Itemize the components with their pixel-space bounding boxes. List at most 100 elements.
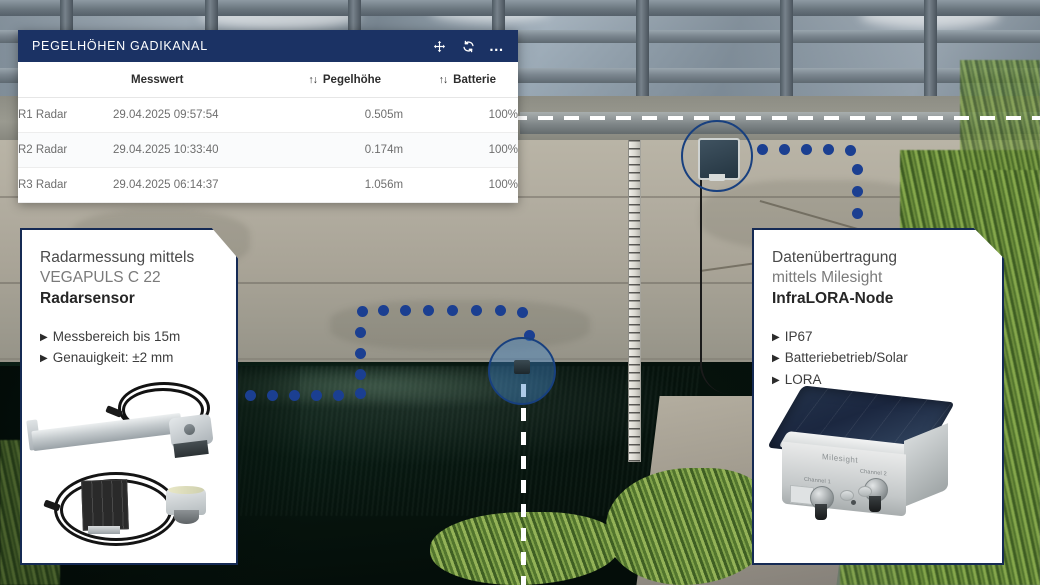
connector-dot xyxy=(757,144,768,155)
cell-batterie: 100% xyxy=(403,167,518,203)
widget-header: PEGELHÖHEN GADIKANAL … xyxy=(18,30,518,62)
more-options-icon[interactable]: … xyxy=(488,37,506,55)
radar-sensor-device xyxy=(514,360,530,374)
connector-dot xyxy=(845,145,856,156)
connector-dot xyxy=(333,390,344,401)
guardrail-post xyxy=(636,0,649,96)
connector-dot xyxy=(245,390,256,401)
connector-dot xyxy=(852,186,863,197)
cell-messwert: 29.04.2025 06:14:37 xyxy=(113,167,266,203)
widget-actions: … xyxy=(432,37,506,55)
solar-panel-foot xyxy=(88,526,120,534)
connector-dot xyxy=(355,327,366,338)
connector-dot xyxy=(495,305,506,316)
col-header-batterie-label: Batterie xyxy=(453,74,496,86)
connector-dot xyxy=(852,164,863,175)
connector-dot xyxy=(801,144,812,155)
card-right-feature-list: ▶ IP67 ▶Batteriebetrieb/Solar ▶LORA xyxy=(772,326,986,391)
connector-dot xyxy=(355,348,366,359)
card-left-line1: Radarmessung mittels xyxy=(40,249,195,266)
cell-sensor-name[interactable]: R2 Radar xyxy=(18,132,113,168)
col-header-name xyxy=(18,62,113,98)
infralora-node-on-wall xyxy=(698,138,740,180)
card-infralora-node: Datenübertragung mittels Milesight Infra… xyxy=(752,228,1004,565)
wall-stain xyxy=(330,300,590,350)
connector-dot xyxy=(267,390,278,401)
table-header-row: Messwert ↑↓Pegelhöhe ↑↓ Batterie xyxy=(18,62,518,98)
cell-messwert: 29.04.2025 10:33:40 xyxy=(113,132,266,168)
solar-panel xyxy=(81,479,129,531)
pegelhoehen-widget[interactable]: PEGELHÖHEN GADIKANAL … xyxy=(18,30,518,203)
connector-dot xyxy=(378,305,389,316)
bullet-triangle-icon: ▶ xyxy=(40,353,48,365)
connector-dot xyxy=(311,390,322,401)
cell-sensor-name[interactable]: R1 Radar xyxy=(18,97,113,133)
move-icon[interactable] xyxy=(432,39,446,53)
grass-top-right xyxy=(960,60,1040,170)
guardrail-top xyxy=(0,0,1040,16)
infralora-product-image: Milesight Channel 1 Channel 2 xyxy=(754,382,1002,563)
radar-node-highlight xyxy=(681,120,753,192)
feature-label: Messbereich bis 15m xyxy=(52,328,181,344)
mount-bracket xyxy=(31,412,183,452)
pegelhoehen-table: Messwert ↑↓Pegelhöhe ↑↓ Batterie R1 Radar… xyxy=(18,62,518,203)
col-header-batterie: ↑↓ Batterie xyxy=(403,62,518,98)
sort-toggle-pegelhoehe[interactable]: ↑↓ xyxy=(308,74,317,86)
card-radarsensor: Radarmessung mittels VEGAPULS C 22 Radar… xyxy=(20,228,238,565)
card-right-line1: Datenübertragung xyxy=(772,249,897,266)
radar-sensor-lens xyxy=(174,510,199,524)
page-title: PEGELHÖHEN GADIKANAL xyxy=(32,39,208,53)
connector-dot xyxy=(471,305,482,316)
connector-1-pin xyxy=(815,504,827,520)
radar-sensor-ring xyxy=(168,486,204,494)
card-left-feature-list: ▶ Messbereich bis 15m ▶Genauigkeit: ±2 mm xyxy=(40,326,220,369)
node-vent xyxy=(840,490,854,501)
cell-messwert: 29.04.2025 09:57:54 xyxy=(113,97,266,133)
table-row[interactable]: R1 Radar 29.04.2025 09:57:54 0.505m 100% xyxy=(18,97,518,133)
node-vent xyxy=(858,486,872,497)
connector-dot xyxy=(355,388,366,399)
connector-dot xyxy=(517,307,528,318)
wall-seam xyxy=(0,196,1040,198)
card-right-line2: mittels Milesight xyxy=(772,268,883,286)
feature-item: ▶Batteriebetrieb/Solar xyxy=(772,347,986,369)
feature-item: ▶LORA xyxy=(772,369,986,391)
guardrail-post xyxy=(924,0,937,96)
connector-dot xyxy=(779,144,790,155)
card-infralora-body: Datenübertragung mittels Milesight Infra… xyxy=(754,230,1002,390)
feature-item: ▶ IP67 xyxy=(772,326,986,348)
feature-item: ▶Genauigkeit: ±2 mm xyxy=(40,347,220,369)
table-row[interactable]: R3 Radar 29.04.2025 06:14:37 1.056m 100% xyxy=(18,167,518,203)
bullet-triangle-icon: ▶ xyxy=(772,374,780,386)
staff-gauge-ticks xyxy=(629,140,640,462)
card-left-line2: VEGAPULS C 22 xyxy=(40,268,161,286)
card-right-line3: InfraLORA-Node xyxy=(772,289,894,307)
node-screw-hole xyxy=(851,500,856,505)
bullet-triangle-icon: ▶ xyxy=(772,331,780,343)
connector-dot xyxy=(423,305,434,316)
col-header-messwert-label: Messwert xyxy=(131,74,184,86)
cell-pegelhoehe: 0.505m xyxy=(265,97,404,133)
cell-batterie: 100% xyxy=(403,97,518,133)
col-header-messwert: Messwert xyxy=(113,62,266,98)
connector-dot xyxy=(852,208,863,219)
connector-dot xyxy=(289,390,300,401)
cell-sensor-name[interactable]: R3 Radar xyxy=(18,167,113,203)
card-left-line3: Radarsensor xyxy=(40,289,135,307)
bullet-triangle-icon: ▶ xyxy=(40,331,48,343)
connector-dot xyxy=(355,369,366,380)
refresh-icon[interactable] xyxy=(461,39,475,53)
col-header-pegelhoehe: ↑↓Pegelhöhe xyxy=(265,62,404,98)
connector-dot xyxy=(400,305,411,316)
sensor-cable xyxy=(700,172,732,394)
sort-toggle-batterie[interactable]: ↑↓ xyxy=(438,74,448,86)
connector-dot xyxy=(447,305,458,316)
feature-label: IP67 xyxy=(784,328,813,344)
cell-pegelhoehe: 1.056m xyxy=(265,167,404,203)
radarsensor-product-image xyxy=(22,380,236,563)
dashed-guide-vertical xyxy=(521,360,526,585)
connector-dot xyxy=(823,144,834,155)
infralora-node-mount xyxy=(709,174,725,181)
table-row[interactable]: R2 Radar 29.04.2025 10:33:40 0.174m 100% xyxy=(18,132,518,168)
grass-tuft xyxy=(606,468,776,585)
